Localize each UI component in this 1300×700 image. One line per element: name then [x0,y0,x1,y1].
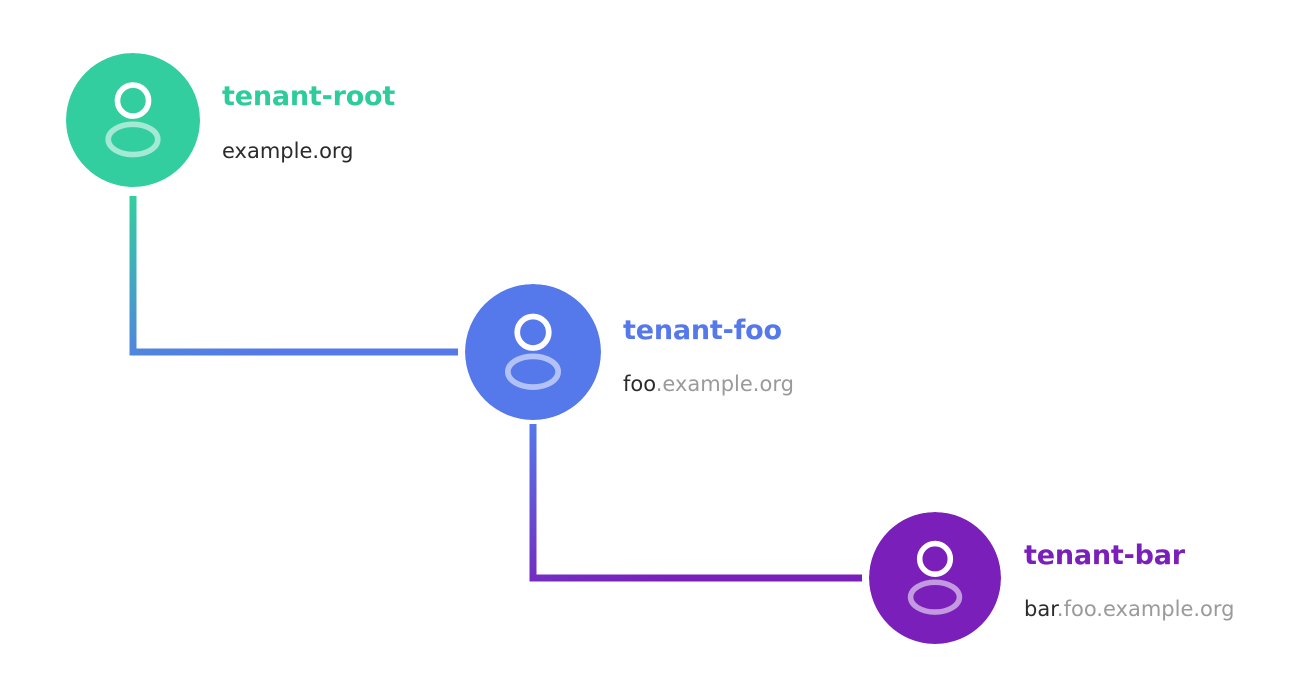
node-label-group: tenant-foo foo.example.org [623,316,794,396]
edge-foo-to-bar [529,424,862,582]
avatar-head-icon [114,82,152,119]
person-avatar-icon [465,284,601,420]
node-domain: bar.foo.example.org [1024,596,1235,621]
avatar-body-icon [105,121,161,158]
domain-suffix: .foo.example.org [1056,596,1235,621]
domain-prefix: bar [1024,596,1057,621]
node-tenant-foo[interactable]: tenant-foo foo.example.org [465,284,794,420]
domain-prefix: foo [623,371,656,396]
person-avatar-icon [869,512,1001,644]
avatar-body-icon [907,579,963,615]
node-tenant-root[interactable]: tenant-root example.org [66,53,395,187]
node-tenant-bar[interactable]: tenant-bar bar.foo.example.org [869,512,1234,644]
domain-prefix: example.org [222,138,354,163]
avatar-head-icon [514,313,552,351]
node-domain: example.org [222,138,395,163]
node-label-group: tenant-root example.org [222,82,395,163]
avatar-head-icon [916,540,954,577]
edge-root-to-foo [129,196,458,356]
node-label-group: tenant-bar bar.foo.example.org [1024,541,1234,621]
node-title: tenant-bar [1024,540,1185,571]
domain-suffix: .example.org [655,371,794,396]
node-domain: foo.example.org [623,371,794,396]
node-title: tenant-root [222,81,396,112]
avatar-body-icon [504,353,562,390]
person-avatar-icon [66,53,200,187]
node-title: tenant-foo [623,315,782,346]
